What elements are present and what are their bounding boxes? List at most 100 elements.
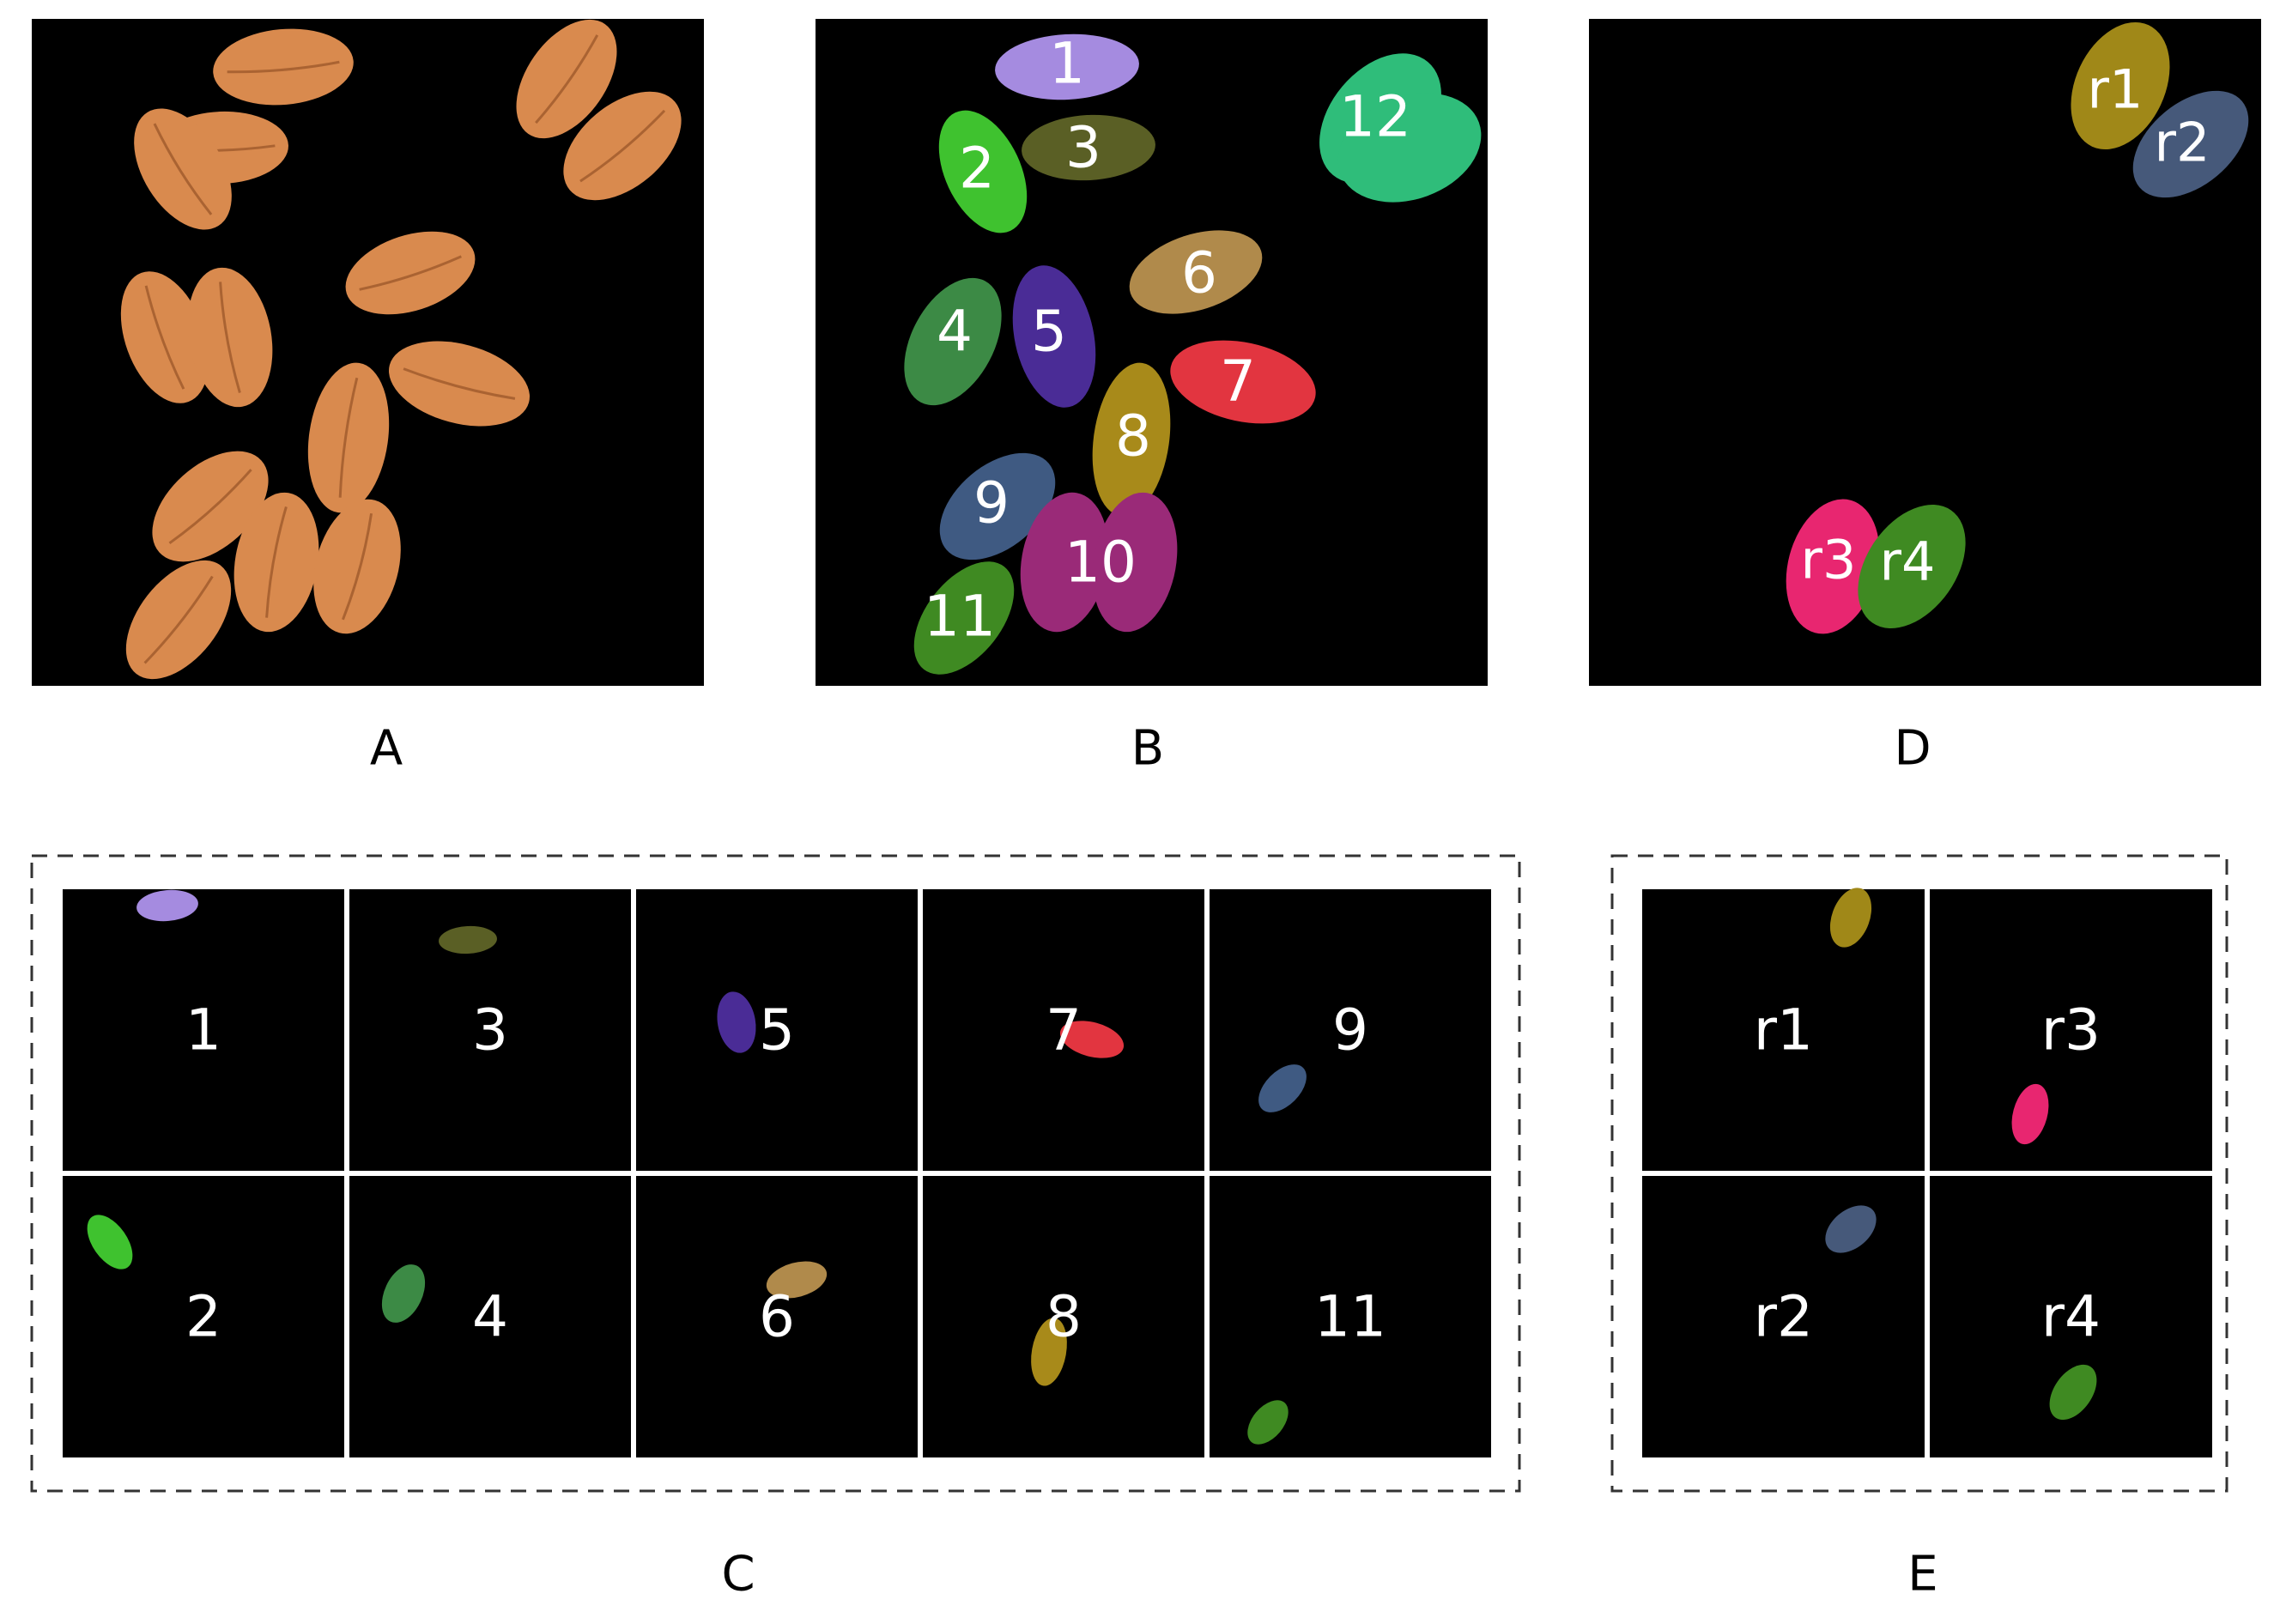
grain-a-6-shape (345, 231, 476, 315)
grain-d-r1-shape (2071, 21, 2170, 150)
panel-c-cell-label-5: 5 (759, 997, 795, 1063)
panel-c-cell-grain-9 (1258, 1064, 1307, 1112)
panel-c-cell-3: 3 (349, 889, 631, 1171)
grain-a-8 (187, 267, 273, 408)
grain-a-7-crease (144, 285, 185, 390)
grain-b-12-lobe-shape (1337, 93, 1482, 203)
panel-c-cell-label-4: 4 (472, 1284, 508, 1350)
grain-b-12-lobe (1337, 93, 1482, 203)
panel-c-cell-label-1: 1 (185, 997, 221, 1063)
grain-b-6-shape (1129, 230, 1263, 314)
panel-c-cell-2: 2 (63, 1176, 344, 1457)
grain-b-label-3: 3 (1065, 115, 1101, 181)
panel-c-cell-grain-8 (1031, 1318, 1067, 1386)
grain-b-10-shape (1020, 492, 1109, 633)
panel-e-cell-grain-r3 (2011, 1083, 2049, 1145)
grain-a-7-shape (120, 271, 209, 403)
panel-c-cell-8: 8 (923, 1176, 1204, 1457)
grain-b-10-lobe-shape (1092, 492, 1178, 633)
panel-a (32, 19, 704, 686)
grain-a-9 (388, 341, 531, 427)
grain-b-label-11: 11 (924, 584, 996, 650)
grain-a-4-crease (535, 34, 599, 124)
panel-c-cell-grain-6 (766, 1261, 828, 1299)
grain-b-label-1: 1 (1049, 31, 1085, 97)
grain-b-5-shape (1012, 265, 1096, 408)
panel-c-frame (30, 854, 1521, 1493)
panel-c-cell-grain-5 (717, 991, 756, 1053)
grain-d-label-r2: r2 (2155, 112, 2210, 174)
panel-c-cell-grain-8-shape (1031, 1318, 1067, 1386)
panel-c-cell-7: 7 (923, 889, 1204, 1171)
panel-e-cell-label-r3: r3 (2041, 997, 2101, 1063)
grain-a-10-shape (307, 362, 390, 513)
grain-d-label-r1: r1 (2088, 58, 2144, 121)
grain-b-label-5: 5 (1031, 299, 1067, 365)
grain-a-5 (563, 91, 682, 201)
grain-b-9-shape (939, 452, 1056, 561)
panel-c-cell-grain-1 (136, 889, 198, 922)
grain-a-11 (152, 451, 269, 562)
grain-d-r2-shape (2132, 90, 2249, 198)
grain-a-1-shape (213, 28, 354, 106)
grain-a-9-shape (388, 341, 531, 427)
panel-c-cell-grain-6-shape (766, 1261, 828, 1299)
grain-b-2-shape (938, 110, 1028, 233)
panel-c-cell-grain-4-shape (381, 1264, 426, 1323)
grain-a-1-crease (227, 60, 340, 74)
grain-a-3-crease (153, 123, 213, 215)
panel-c-cell-grain-2 (87, 1215, 133, 1270)
panel-c-cell-label-8: 8 (1046, 1284, 1082, 1350)
panel-e-cell-grain-r1 (1829, 888, 1872, 948)
panel-c-cell-9: 9 (1210, 889, 1491, 1171)
grain-a-4 (516, 19, 617, 139)
panel-c-cell-label-7: 7 (1046, 997, 1082, 1063)
panel-c-cell-grain-4 (381, 1264, 426, 1323)
panel-e-cell-background (1642, 889, 1925, 1171)
panel-e-cell-r1: r1 (1642, 888, 1925, 1171)
grain-a-10 (307, 362, 390, 513)
panel-c-cell-label-2: 2 (185, 1284, 221, 1350)
grain-b-7 (1170, 340, 1316, 424)
panel-c-cell-grain-11 (1247, 1400, 1289, 1445)
grain-a-12-shape (233, 492, 319, 633)
panel-c-cell-label-9: 9 (1332, 997, 1368, 1063)
grain-b-label-12: 12 (1339, 84, 1411, 150)
panel-c-cell-11: 11 (1210, 1176, 1491, 1457)
panel-e-cell-r3: r3 (1930, 889, 2212, 1171)
panel-c-cell-grain-3 (439, 925, 497, 954)
grain-a-6-crease (359, 255, 462, 291)
panel-b-caption: B (1131, 721, 1164, 777)
panel-c-cell-5: 5 (636, 889, 918, 1171)
panel-d-caption: D (1894, 721, 1931, 777)
grain-b-label-10: 10 (1064, 530, 1137, 596)
panel-c-cell-background (923, 1176, 1204, 1457)
grain-b-7-shape (1170, 340, 1316, 424)
panel-e-cell-grain-r1-shape (1829, 888, 1872, 948)
panel-e-caption: E (1907, 1547, 1937, 1603)
panel-c-cell-grain-7 (1059, 1021, 1125, 1058)
panel-c-cell-background (636, 1176, 918, 1457)
grain-b-8 (1092, 362, 1171, 517)
grain-a-12 (233, 492, 319, 633)
panel-c-cell-label-11: 11 (1314, 1284, 1386, 1350)
panel-a-caption: A (370, 721, 403, 777)
grain-b-label-7: 7 (1220, 348, 1256, 415)
grain-b-1 (995, 33, 1139, 100)
grain-b-9 (939, 452, 1056, 561)
grain-a-5-crease (579, 109, 666, 183)
panel-c-cell-grain-5-shape (717, 991, 756, 1053)
grain-b-11-shape (913, 561, 1015, 675)
grain-d-r4-shape (1858, 504, 1966, 629)
panel-c-cell-background (63, 889, 344, 1171)
grain-b-label-6: 6 (1181, 240, 1217, 306)
panel-e-cell-grain-r2 (1825, 1205, 1877, 1253)
grain-a-13-shape (313, 499, 401, 634)
grain-a-7 (120, 271, 209, 403)
grain-a-3-shape (134, 108, 232, 230)
